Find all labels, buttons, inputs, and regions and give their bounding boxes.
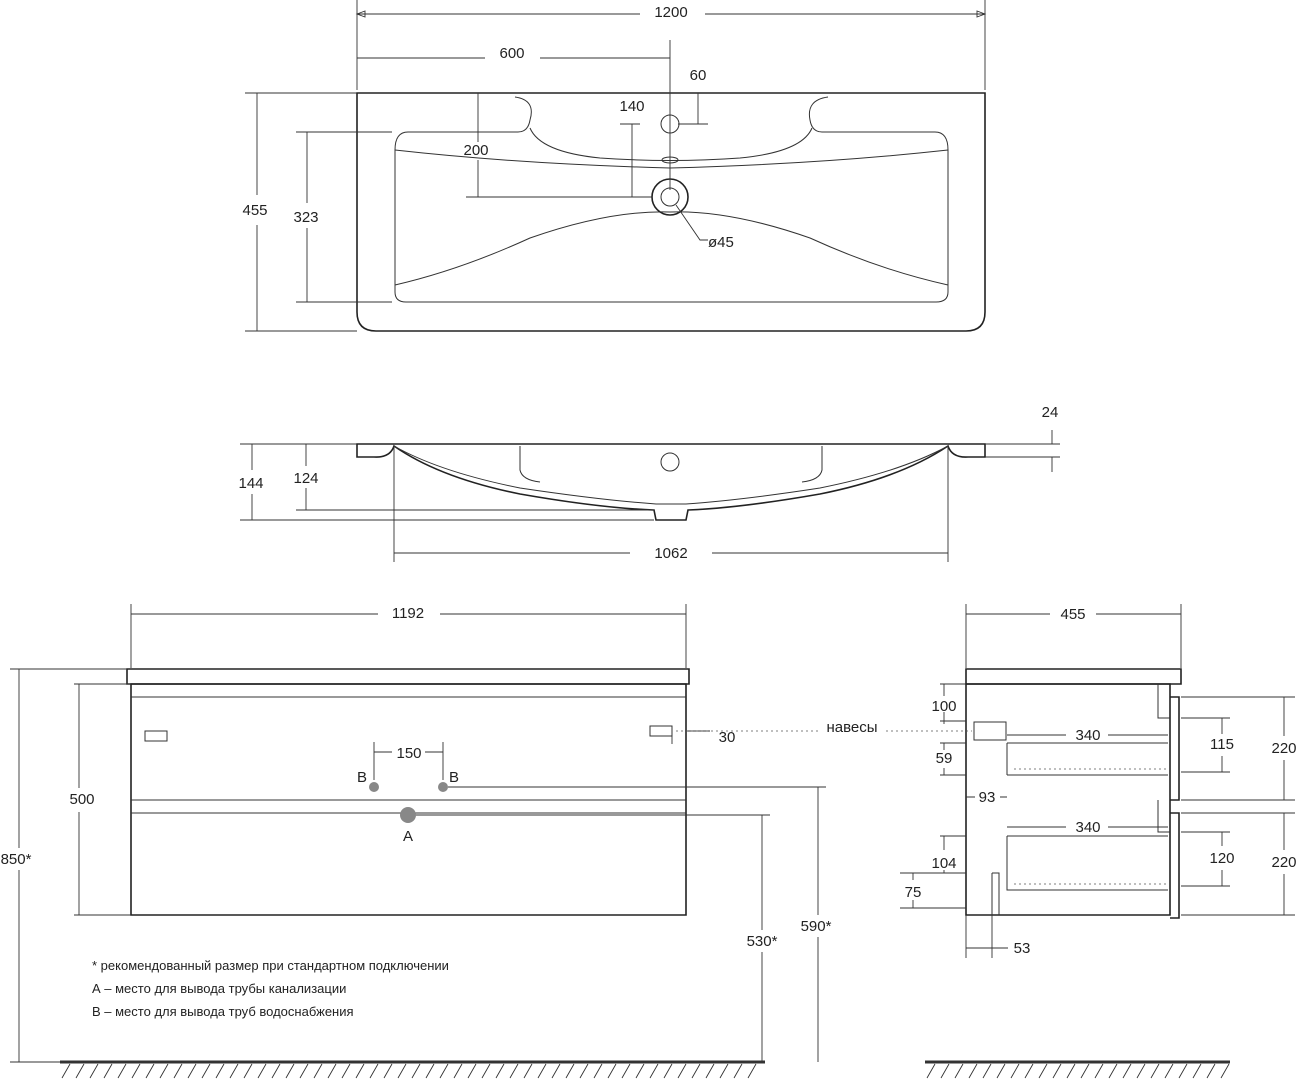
note-a: А – место для вывода трубы канализации [92,981,346,996]
dim-bowl-width: 1062 [654,545,687,562]
side-notch [991,872,1000,915]
side-body [965,683,1171,916]
dim-24-line [985,430,1060,472]
dim-bowl-depth: 323 [293,209,318,226]
dim-bottom-offset: 75 [905,884,922,901]
dim-500-line [74,683,131,916]
dim-200-line [466,93,652,198]
dim-100-line [940,683,966,724]
floor [60,1060,1230,1079]
drain-outlet-dot [400,807,416,823]
side-drawer-fronts [1170,696,1180,919]
dim-front-width: 1192 [392,605,424,622]
dim-depth-total: 455 [242,202,267,219]
dim-323-line [296,131,392,303]
drawer2-box [1006,835,1168,891]
dim-120-line [1181,831,1230,887]
drain-inner [660,187,680,207]
dim-drawer2-depth: 340 [1075,819,1100,836]
dim-144-124-lines [240,443,654,521]
dim-530-line [416,814,770,1062]
bowl-bottom-curve [394,211,949,286]
dim-drawer1-offset: 59 [936,750,953,767]
dim-drawer1-front: 220 [1271,740,1296,757]
dim-1192-line [130,604,687,668]
dim-115-line [1181,717,1230,773]
note-b: В – место для вывода труб водоснабжения [92,1004,354,1019]
dim-455-line [245,92,357,332]
dim-140-line [620,123,640,197]
dim-1200-line [355,0,987,90]
label-hinges: навесы [826,719,877,736]
basin-section [356,443,986,521]
dim-220-bottom-line [1181,812,1295,916]
bowl-left-shoulder [394,96,532,151]
basin-section-inner [393,445,949,505]
label-drain: A [403,828,413,845]
dim-front-height: 500 [69,791,94,808]
dim-60-line [678,93,708,125]
dim-side-depth: 455 [1060,606,1085,623]
dim-inner-offset: 93 [979,789,996,806]
drawer1-box [1006,742,1168,776]
dim-hinge-offset: 30 [719,729,736,746]
dim-600-line [357,40,671,190]
dim-75-line [900,872,966,909]
note-asterisk: * рекомендованный размер при стандартном… [92,958,449,973]
dim-total-height: 144 [238,475,263,492]
dim-150-line [373,742,444,780]
cabinet-front: 1192 500 850* 150 30 B B A 530* 590* [1,604,832,1063]
dim-220-top-line [1181,696,1295,801]
dim-590-line [448,786,826,1062]
front-top-slab [126,668,690,685]
notes: * рекомендованный размер при стандартном… [92,958,449,1019]
floor-hatch [61,1063,1230,1079]
dim-top-offset: 100 [931,698,956,715]
dim-tap-offset: 60 [690,67,707,84]
side-drawer-tips [1157,684,1170,833]
dim-side-thickness: 53 [1014,940,1031,957]
dim-drawer2-offset: 104 [931,855,956,872]
dim-half-width: 600 [499,45,524,62]
dim-inlet-spacing: 150 [396,745,421,762]
tap-hole-section [660,452,680,472]
side-top-slab [965,668,1182,685]
dim-width-total: 1200 [654,4,687,21]
dim-1062-line [393,446,949,562]
dim-floor-to-top: 850* [1,851,32,868]
cabinet-side: 455 навесы 100 340 59 115 220 93 340 104… [676,604,1297,958]
side-section: 24 144 124 1062 [238,404,1060,562]
dim-drain-diameter: ø45 [708,234,734,251]
front-body [130,683,687,916]
dim-45-leader [675,204,708,241]
inlet-left-dot [369,782,379,792]
dim-drawer2-height: 120 [1209,850,1234,867]
side-hinge [973,721,1007,741]
hinge-left [144,730,168,742]
inlet-right-dot [438,782,448,792]
label-inlet-left: B [357,769,367,786]
dim-59-line [940,742,966,776]
deck-section [519,446,823,483]
dim-drain-height: 530* [747,933,778,950]
dim-rim-thickness: 24 [1042,404,1059,421]
bowl-outline [394,96,949,303]
label-inlet-right: B [449,769,459,786]
dim-inlet-height: 590* [801,918,832,935]
top-view: 1200 600 60 140 200 455 323 ø45 [242,0,987,332]
hinge-right [649,725,673,737]
dim-side-depth-line [965,604,1182,668]
dim-drawer2-front: 220 [1271,854,1296,871]
dim-tap-to-drain: 140 [619,98,644,115]
basin-outline-top [356,92,986,332]
dim-drawer1-height: 115 [1210,736,1234,753]
dim-drain-from-edge: 200 [463,142,488,159]
dim-30-line [671,726,710,744]
dim-850-line [10,668,127,1063]
dim-53-line [965,915,1008,958]
dim-drawer1-depth: 340 [1075,727,1100,744]
dim-bowl-height: 124 [293,470,318,487]
